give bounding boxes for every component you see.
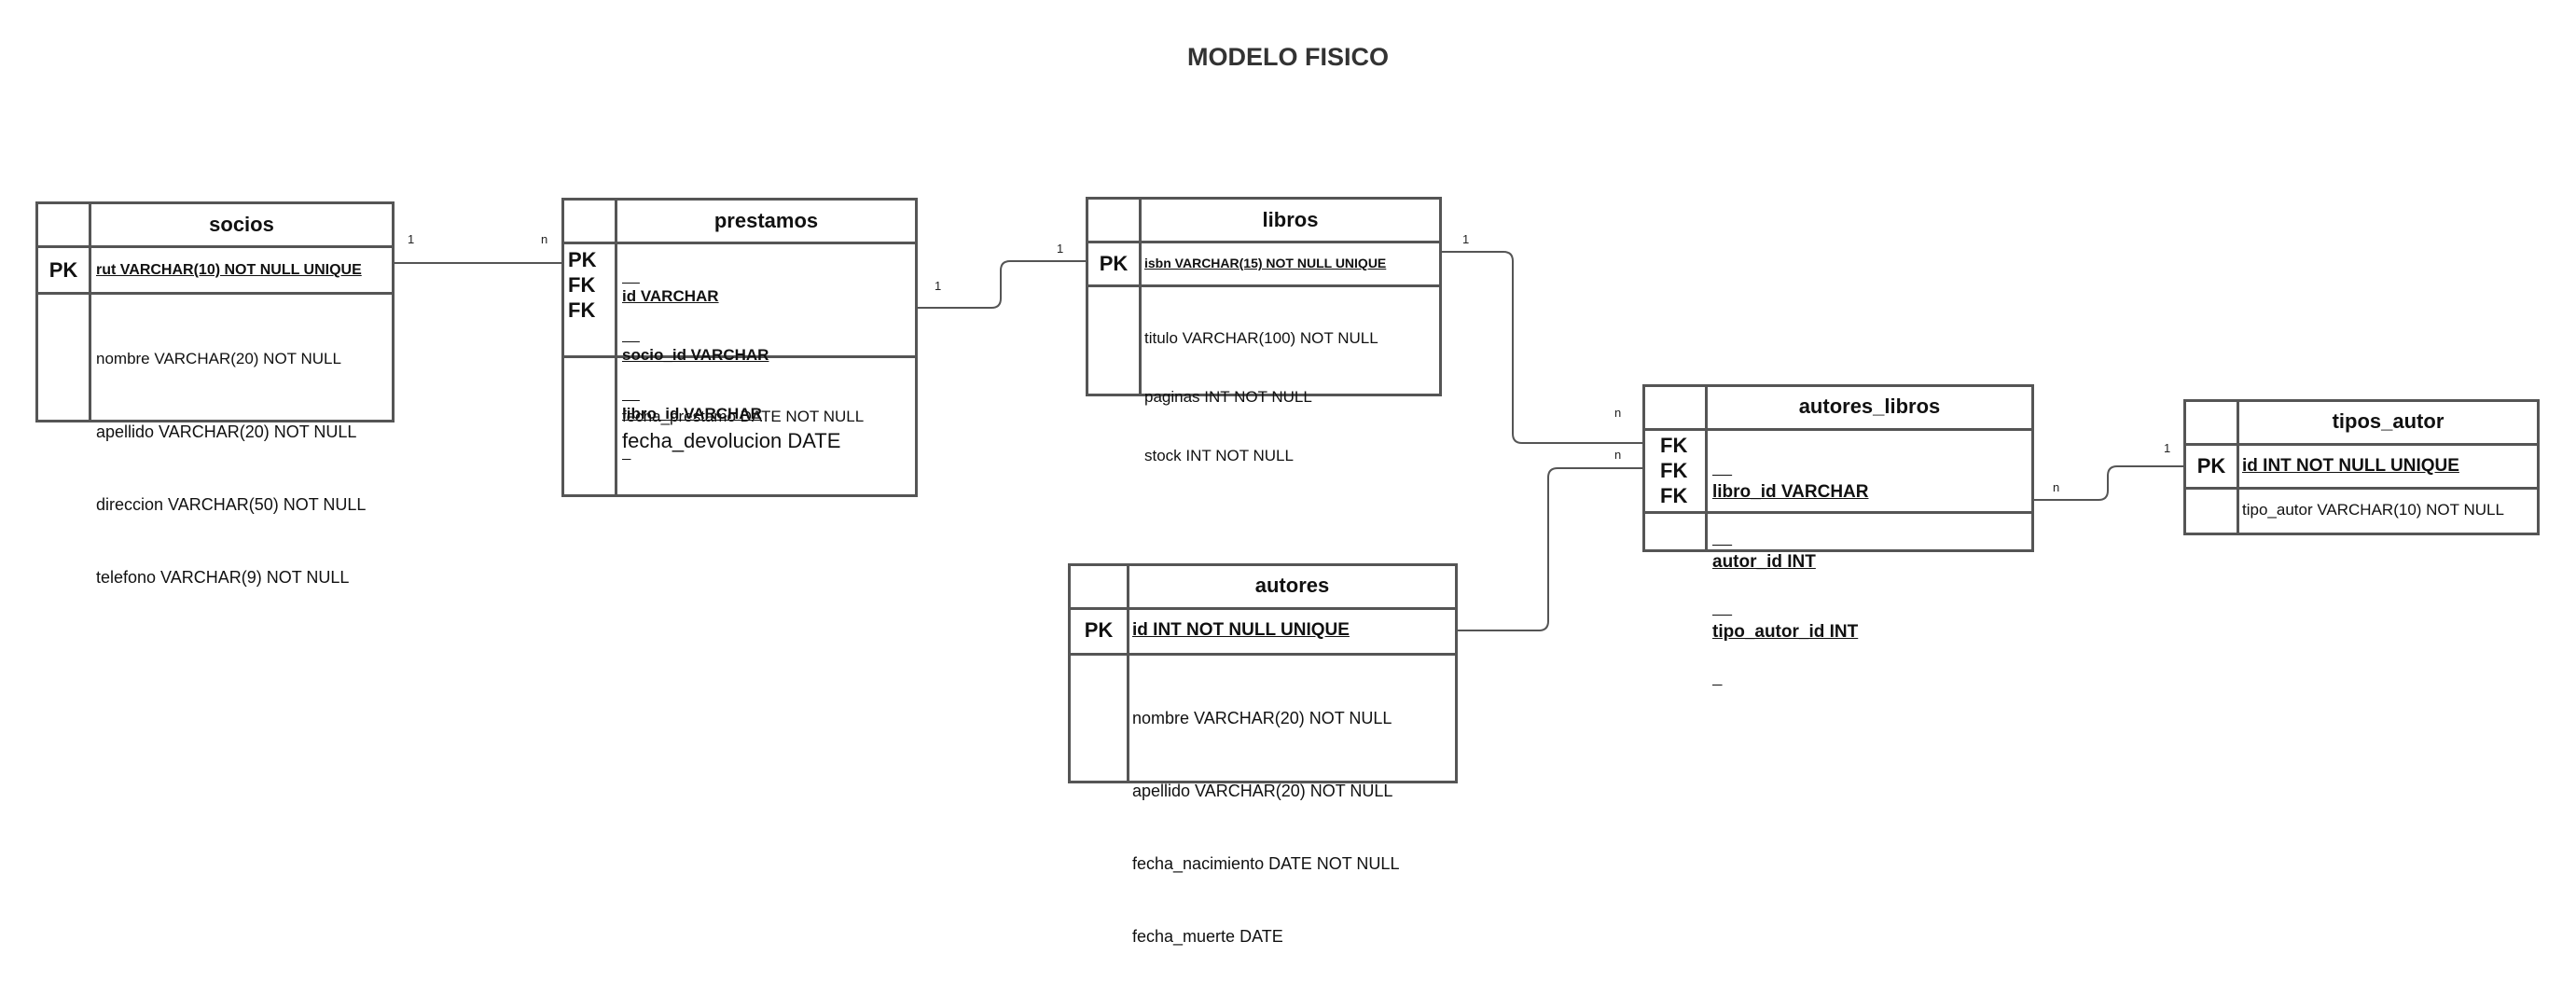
- card-prestamos-n: n: [541, 232, 548, 246]
- card-prestamos-1: 1: [935, 279, 942, 293]
- table-autores[interactable]: autores PK id INT NOT NULL UNIQUE nombre…: [1068, 563, 1458, 946]
- key-labels: PK FK FK: [568, 247, 597, 323]
- line-libros-autores-libros: [1442, 251, 1642, 444]
- table-name: prestamos: [713, 209, 819, 232]
- table-name: tipos_autor: [2332, 409, 2444, 433]
- key-field: libro_id VARCHAR: [622, 405, 762, 422]
- pk-label: PK: [2196, 454, 2226, 478]
- pk-field: id INT NOT NULL UNIQUE: [1132, 620, 1350, 640]
- table-name: libros: [1262, 208, 1319, 231]
- card-autores-libros-n1: n: [1614, 406, 1622, 420]
- field: fecha_prestamo DATE NOT NULL: [622, 408, 865, 425]
- field-list: titulo VARCHAR(100) NOT NULL paginas INT…: [1144, 289, 1378, 505]
- pk-field: rut VARCHAR(10) NOT NULL UNIQUE: [96, 262, 362, 278]
- field: fecha_muerte DATE: [1132, 927, 1283, 946]
- field: apellido VARCHAR(20) NOT NULL: [1132, 782, 1393, 800]
- table-tipos-autor[interactable]: tipos_autor PK id INT NOT NULL UNIQUE ti…: [2183, 399, 2540, 535]
- card-tipos-autor-1: 1: [2164, 441, 2171, 455]
- field: fecha_devolucion DATE: [622, 429, 841, 452]
- diagram-title: MODELO FISICO: [1187, 43, 1389, 71]
- pk-field: id INT NOT NULL UNIQUE: [2242, 456, 2459, 476]
- card-autores-libros-n3: n: [2053, 480, 2060, 494]
- table-name: autores: [1254, 574, 1330, 597]
- relationship-lines: [395, 251, 2183, 631]
- key-label: FK: [1660, 484, 1688, 507]
- line-autores-autores-libros: [1458, 467, 1642, 631]
- field: nombre VARCHAR(20) NOT NULL: [96, 350, 341, 367]
- table-prestamos[interactable]: prestamos PK FK FK id VARCHAR socio_id V…: [561, 198, 918, 497]
- field: stock INT NOT NULL: [1144, 447, 1294, 464]
- field: fecha_nacimiento DATE NOT NULL: [1132, 854, 1400, 873]
- key-labels: FK FK FK: [1660, 433, 1687, 508]
- field: titulo VARCHAR(100) NOT NULL: [1144, 329, 1378, 347]
- key-label: PK: [568, 248, 597, 271]
- key-label: FK: [568, 298, 596, 322]
- table-name: autores_libros: [1798, 395, 1941, 418]
- field: paginas INT NOT NULL: [1144, 388, 1312, 406]
- table-libros[interactable]: libros PK isbn VARCHAR(15) NOT NULL UNIQ…: [1086, 197, 1442, 464]
- card-libros-1b: 1: [1462, 232, 1470, 246]
- key-field: id VARCHAR: [622, 287, 719, 305]
- card-libros-1: 1: [1057, 242, 1064, 256]
- field: apellido VARCHAR(20) NOT NULL: [96, 422, 357, 441]
- key-field-list: libro_id VARCHAR autor_id INT tipo_autor…: [1712, 434, 1868, 690]
- key-field: autor_id INT: [1712, 552, 1816, 572]
- key-label: FK: [1660, 459, 1688, 482]
- card-autores-libros-n2: n: [1614, 448, 1622, 462]
- table-name: socios: [209, 213, 274, 236]
- field: tipo_autor VARCHAR(10) NOT NULL: [2242, 501, 2504, 519]
- key-field: tipo_autor_id INT: [1712, 622, 1859, 642]
- table-autores-libros[interactable]: autores_libros FK FK FK libro_id VARCHAR…: [1642, 384, 2034, 642]
- line-prestamos-libros: [918, 260, 1086, 309]
- key-label: FK: [1660, 434, 1688, 457]
- field-list: fecha_prestamo DATE NOT NULL fecha_devol…: [622, 406, 864, 454]
- key-field: socio_id VARCHAR: [622, 346, 769, 364]
- table-socios[interactable]: socios PK rut VARCHAR(10) NOT NULL UNIQU…: [35, 201, 395, 587]
- key-field: libro_id VARCHAR: [1712, 482, 1869, 502]
- field: nombre VARCHAR(20) NOT NULL: [1132, 709, 1392, 727]
- key-field-list: id VARCHAR socio_id VARCHAR libro_id VAR…: [622, 247, 769, 463]
- card-socios-1: 1: [408, 232, 415, 246]
- pk-label: PK: [1099, 252, 1129, 275]
- pk-field: isbn VARCHAR(15) NOT NULL UNIQUE: [1144, 256, 1387, 270]
- key-label: FK: [568, 273, 596, 297]
- field-list: nombre VARCHAR(20) NOT NULL apellido VAR…: [96, 298, 366, 638]
- field: telefono VARCHAR(9) NOT NULL: [96, 568, 350, 587]
- field: direccion VARCHAR(50) NOT NULL: [96, 495, 367, 514]
- pk-label: PK: [1084, 618, 1114, 642]
- field-list: nombre VARCHAR(20) NOT NULL apellido VAR…: [1132, 658, 1399, 997]
- pk-label: PK: [48, 258, 78, 282]
- line-autores-libros-tipos-autor: [2034, 465, 2183, 501]
